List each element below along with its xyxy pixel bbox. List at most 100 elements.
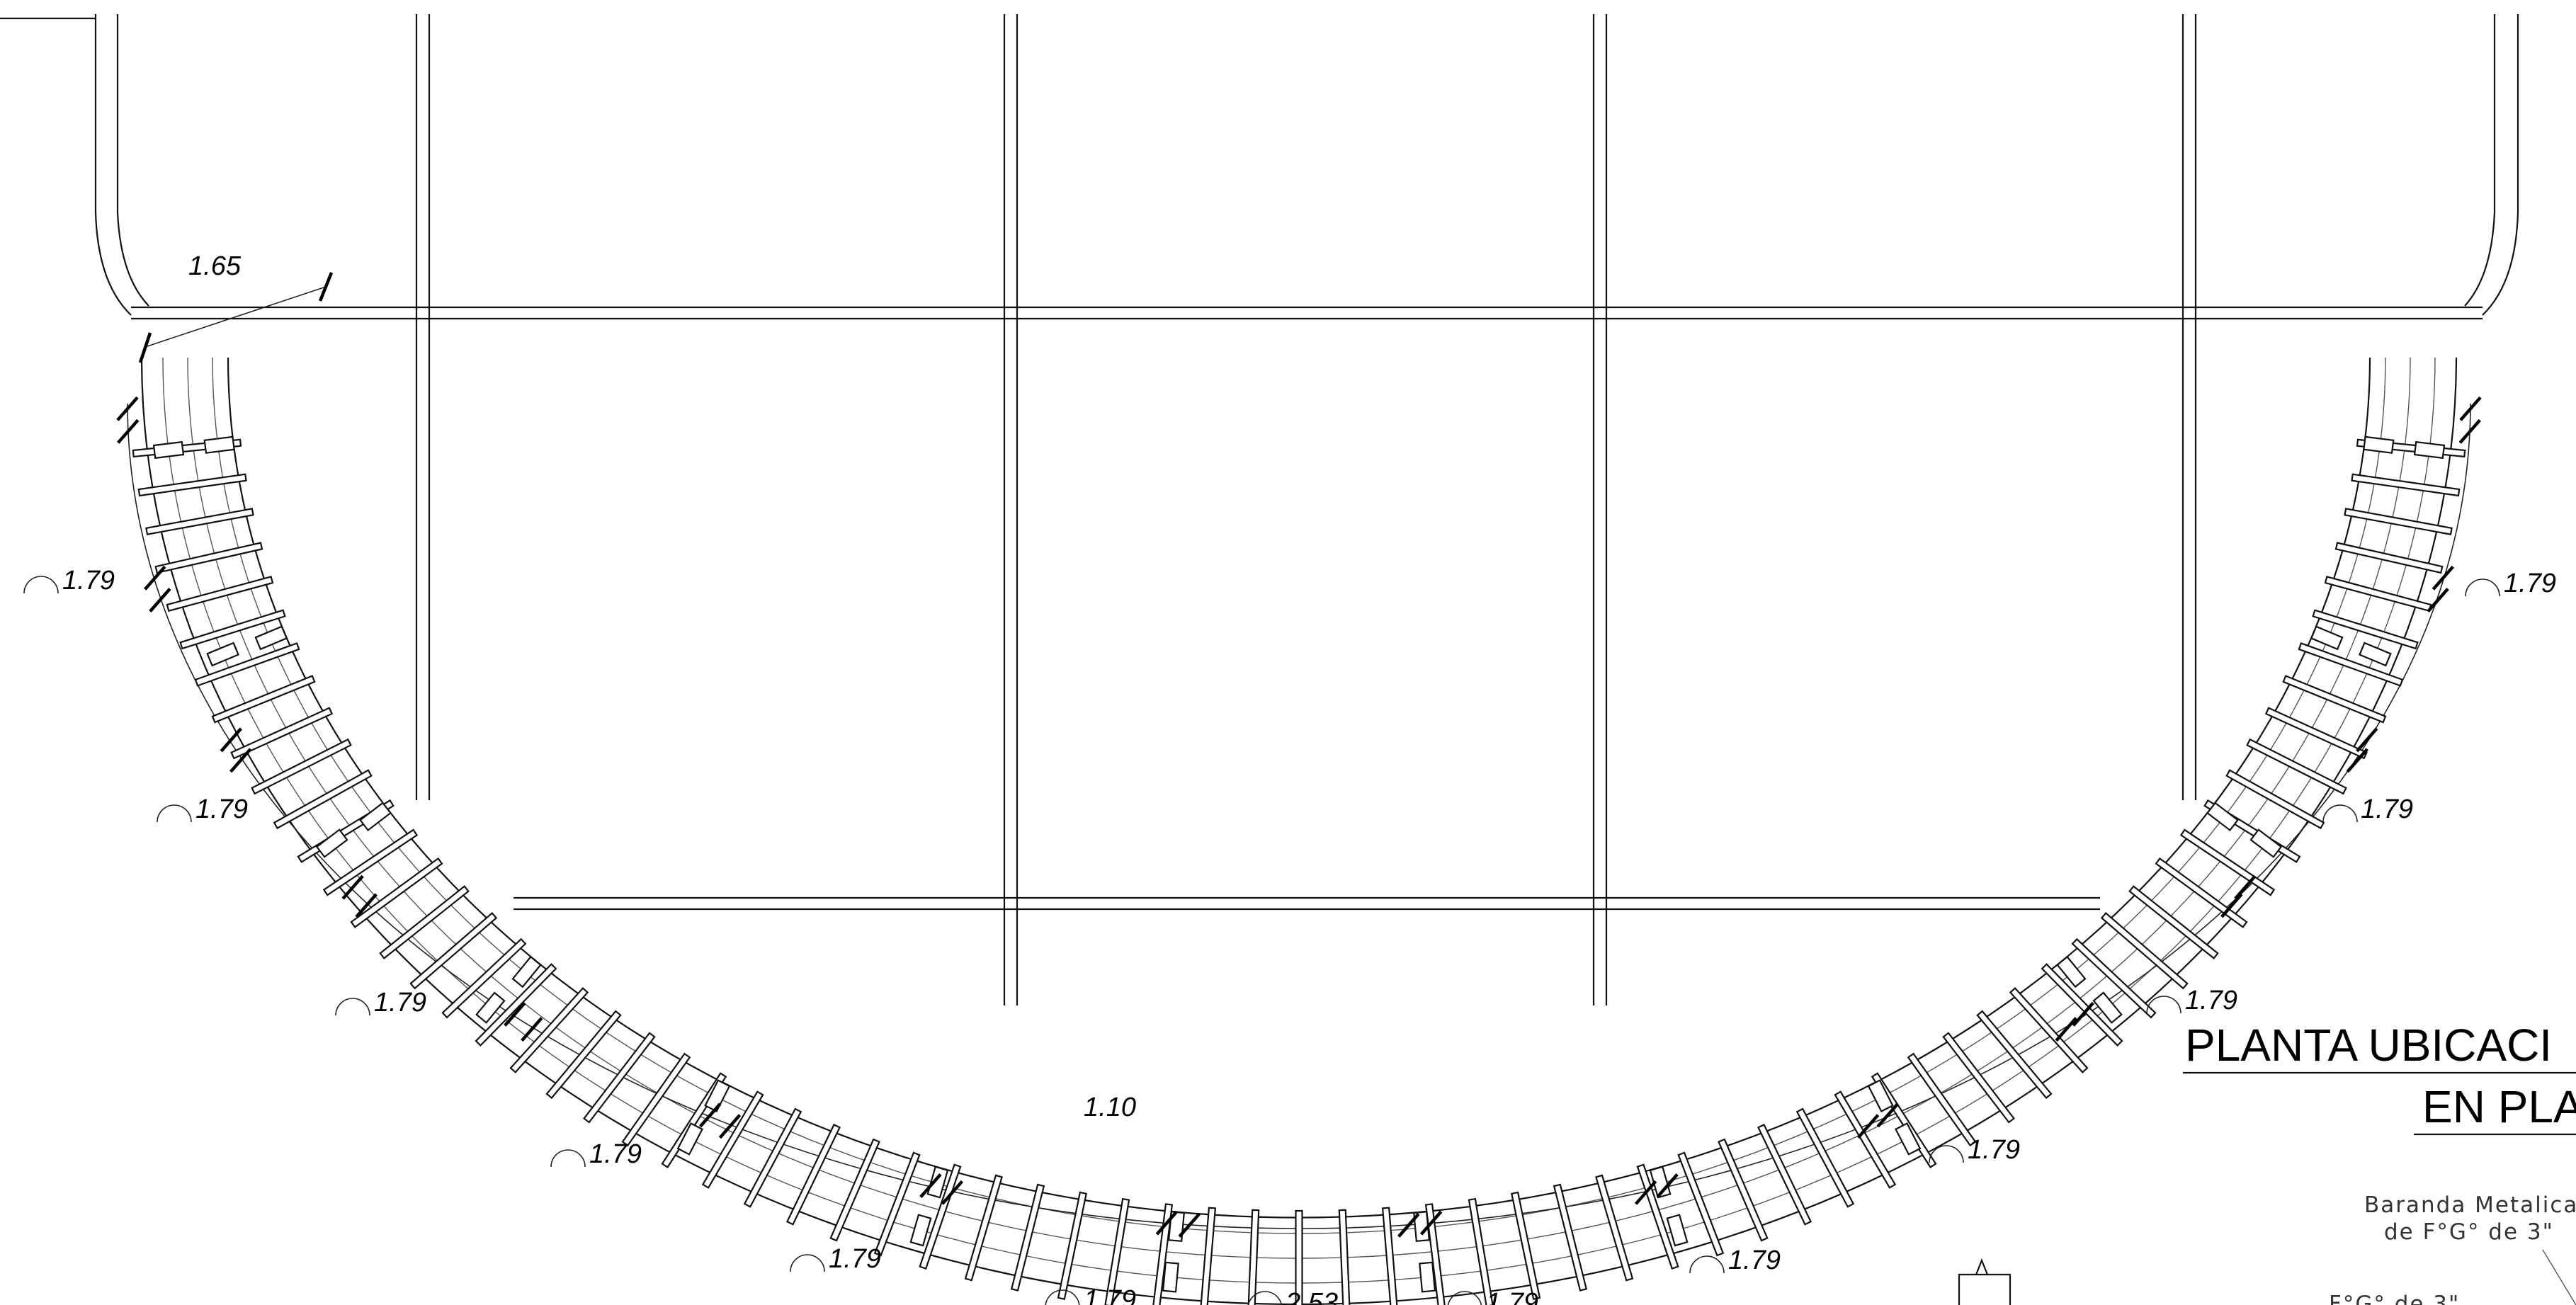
stair-tread xyxy=(2155,857,2248,928)
dimension-tick xyxy=(2356,727,2378,753)
railing-post xyxy=(2056,955,2087,988)
railing-post xyxy=(704,1079,731,1112)
arc-dim-label: 1.79 xyxy=(829,1244,881,1274)
dimension-tick xyxy=(149,588,171,612)
stair-tread xyxy=(409,912,498,990)
stair-tread xyxy=(1677,1151,1725,1257)
stair-outer-handrail xyxy=(162,357,2436,1284)
beam-lines xyxy=(131,306,2483,911)
arc-dim-labels-bottom: 2.53 1.79 xyxy=(1285,1288,1538,1305)
stair-outer-edge xyxy=(140,357,2458,1305)
inner-wall-left xyxy=(116,14,149,307)
dimension-tick xyxy=(2427,588,2449,612)
stair-tread xyxy=(2128,885,2219,959)
stair-tread xyxy=(350,857,443,928)
stair-tread xyxy=(2041,963,2123,1047)
stair-tread xyxy=(1338,1209,1351,1305)
arc-dim-label: 2.53 xyxy=(1285,1288,1338,1305)
railing-post xyxy=(475,991,506,1024)
width-dimension-line xyxy=(144,286,327,348)
stair-tread xyxy=(509,987,589,1073)
dimension-tick xyxy=(521,1017,543,1042)
dimension-tick xyxy=(504,1001,526,1027)
stair-tread xyxy=(1468,1197,1494,1305)
dimension-tick xyxy=(1634,1180,1657,1205)
railing-post xyxy=(909,1214,932,1247)
arc-dim-label: 1.79 xyxy=(1486,1288,1538,1305)
stair-tread xyxy=(2351,473,2461,497)
railing-post xyxy=(2359,642,2392,667)
stair-tread xyxy=(1907,1052,1977,1147)
stair-tread xyxy=(1795,1107,1855,1208)
railing-post xyxy=(1867,1079,1894,1112)
column-grid xyxy=(415,14,2197,1005)
stair-tread xyxy=(211,675,316,724)
railing-post xyxy=(1419,1261,1436,1293)
stair-tread xyxy=(230,707,334,760)
section-marker-symbol xyxy=(1958,1258,2012,1305)
dimension-tick xyxy=(2072,1001,2094,1027)
stair-tread xyxy=(322,828,419,896)
stair-tread xyxy=(179,609,286,650)
stair-tread xyxy=(1595,1174,1634,1282)
railing-post xyxy=(254,625,288,651)
stair-tread xyxy=(441,938,527,1019)
stair-center-line xyxy=(187,357,2411,1259)
stair-tread xyxy=(1104,1197,1130,1305)
railing-post xyxy=(152,440,185,460)
arc-dim-label: 1.79 xyxy=(1084,1285,1136,1305)
stair-tread xyxy=(2264,707,2368,760)
stair-tread xyxy=(1510,1191,1541,1300)
stair-tread xyxy=(1834,1090,1897,1189)
railing-post xyxy=(1666,1214,1689,1247)
stair-tread xyxy=(154,542,263,574)
stair-tread xyxy=(1424,1203,1446,1305)
stair-tread xyxy=(583,1032,656,1124)
dimension-tick xyxy=(2055,1017,2077,1042)
dimension-tick xyxy=(2432,565,2454,591)
stair-tread xyxy=(2009,987,2089,1073)
railing-post xyxy=(511,955,542,988)
dimension-tick xyxy=(117,418,140,444)
dimension-tick xyxy=(1656,1173,1679,1198)
dimension-tick xyxy=(919,1173,942,1198)
railing-post xyxy=(359,802,392,832)
railing-post xyxy=(1162,1261,1179,1293)
dimension-ticks xyxy=(116,396,2482,1238)
dimension-tick xyxy=(144,565,166,591)
arc-length-symbols xyxy=(23,576,2500,1305)
dimension-arc xyxy=(127,403,2471,1229)
dimension-tick xyxy=(1178,1212,1201,1238)
note-leader xyxy=(2542,1249,2576,1305)
stair-tread xyxy=(379,885,470,959)
dimension-tick xyxy=(116,396,139,421)
stair-tread xyxy=(251,738,352,795)
arc-dim-label: 1.79 xyxy=(2185,986,2237,1015)
dimension-tick xyxy=(1419,1210,1443,1236)
dimension-tick xyxy=(718,1114,742,1139)
stair-tread xyxy=(1295,1209,1303,1305)
stair-tread xyxy=(137,473,247,497)
stair-tread xyxy=(743,1107,802,1208)
arc-dim-label: 1.79 xyxy=(2504,569,2556,598)
dimension-tick xyxy=(941,1180,964,1205)
stair-tread xyxy=(2100,912,2189,990)
stair-treads xyxy=(132,438,2466,1305)
stair-tread xyxy=(964,1174,1003,1282)
railing-post xyxy=(206,642,239,667)
dimension-tick xyxy=(699,1102,722,1128)
railing-post xyxy=(2206,802,2239,832)
outer-wall-right xyxy=(2482,14,2519,316)
stair-tread xyxy=(1718,1138,1769,1242)
stair-tread xyxy=(701,1090,764,1189)
stair-tread xyxy=(194,642,300,687)
railing-post xyxy=(2249,828,2283,858)
dimension-tick xyxy=(1856,1114,1880,1139)
stair-tread xyxy=(621,1052,691,1147)
dimension-tick xyxy=(2458,418,2481,444)
dimension-tick xyxy=(2346,748,2368,773)
railing-post xyxy=(926,1166,949,1199)
arc-dim-label: 1.79 xyxy=(1728,1246,1781,1275)
dimension-tick xyxy=(1397,1212,1420,1238)
